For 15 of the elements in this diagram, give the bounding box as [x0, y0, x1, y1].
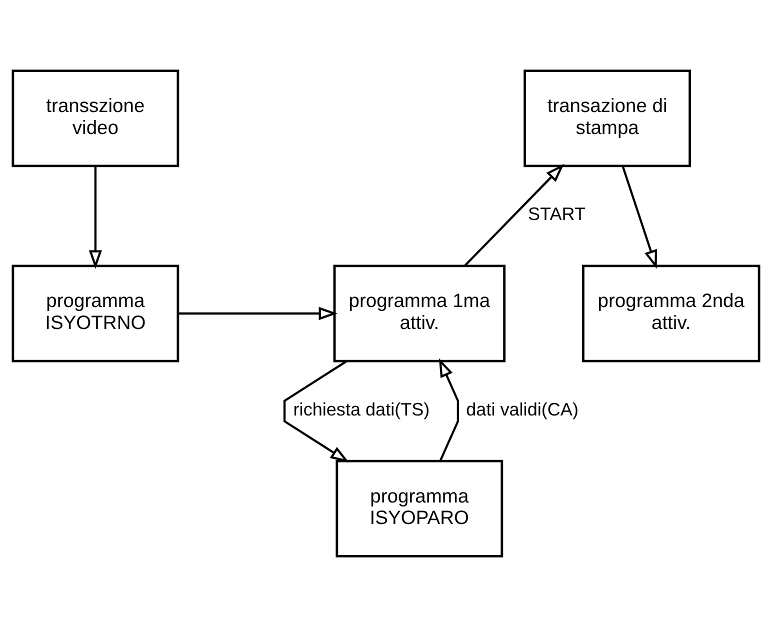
arrow: [438, 358, 460, 462]
arrow: [283, 360, 350, 463]
arrow: [178, 306, 338, 320]
node-box: transszione video: [12, 70, 180, 168]
arrow: [464, 164, 564, 266]
node-box: programma ISYOPARO: [336, 460, 504, 558]
edge-label: richiesta dati(TS): [293, 399, 430, 420]
edge-label: START: [528, 204, 586, 224]
edge-label: dati validi(CA): [466, 399, 578, 420]
arrow: [622, 166, 658, 269]
node-box: programma ISYOTRNO: [12, 264, 180, 362]
node-box: programma 2nda attiv.: [582, 264, 760, 362]
arrow: [88, 166, 102, 270]
node-box: programma 1ma attiv.: [333, 264, 506, 362]
node-box: transazione di stampa: [524, 70, 691, 168]
